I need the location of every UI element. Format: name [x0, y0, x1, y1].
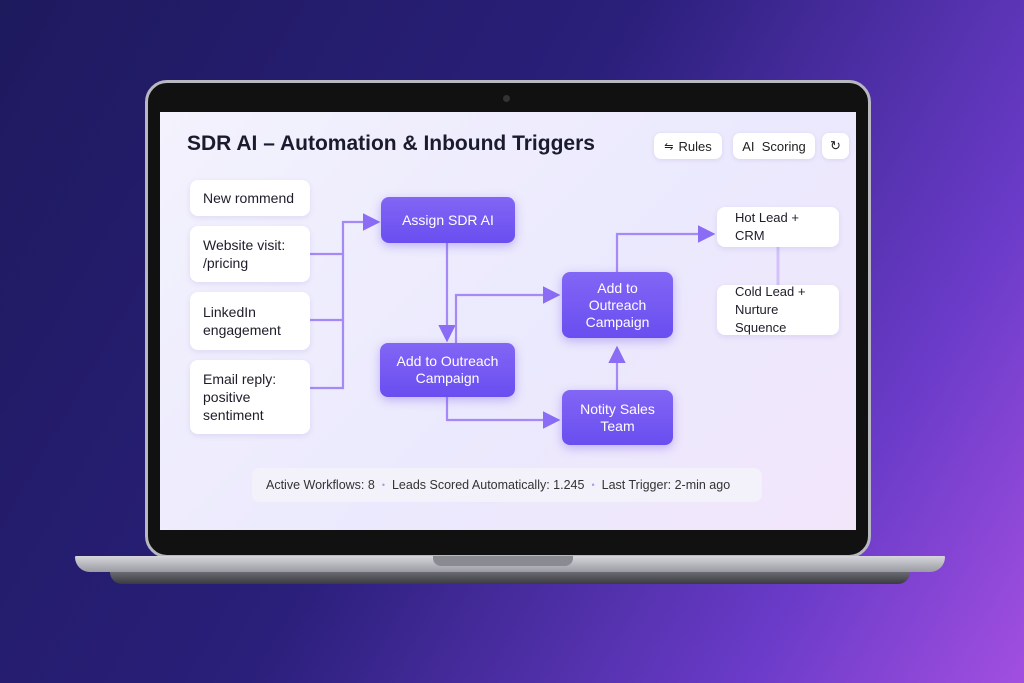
cold-lead-node[interactable]: Cold Lead + Nurture Squence [717, 284, 839, 335]
add-outreach-node-left[interactable]: Add to Outreach Campaign [380, 343, 515, 397]
connector [310, 320, 345, 390]
connector [310, 254, 345, 322]
leads-scored: Leads Scored Automatically: 1.245 [391, 478, 585, 492]
connector [454, 286, 561, 343]
last-trigger: Last Trigger: 2-min ago [601, 478, 731, 492]
connector [310, 213, 381, 256]
refresh-icon: ↻ [830, 138, 841, 153]
trigger-new-rommend[interactable]: New rommend [190, 180, 310, 216]
hot-lead-node[interactable]: Hot Lead + CRM [717, 207, 839, 247]
refresh-button[interactable]: ↻ [822, 133, 849, 159]
ai-scoring-button[interactable]: AI Scoring [733, 133, 815, 159]
connector [445, 397, 561, 429]
assign-sdr-node[interactable]: Assign SDR AI [381, 197, 515, 243]
status-bar: Active Workflows: 8 • Leads Scored Automa… [252, 468, 762, 502]
trigger-email-reply[interactable]: Email reply: positive sentiment [190, 360, 310, 434]
webcam [503, 95, 510, 102]
connector [615, 225, 716, 272]
rules-icon: ⇋ [664, 140, 674, 153]
separator-dot: • [591, 480, 595, 490]
trigger-website-visit[interactable]: Website visit: /pricing [190, 226, 310, 282]
trigger-linkedin[interactable]: LinkedIn engagement [190, 292, 310, 350]
active-workflows: Active Workflows: 8 [266, 478, 375, 492]
separator-dot: • [381, 480, 385, 490]
rules-button[interactable]: ⇋ Rules [654, 133, 722, 159]
laptop-notch [433, 556, 573, 566]
add-outreach-node-mid[interactable]: Add to Outreach Campaign [562, 272, 673, 338]
laptop-base-bottom [110, 572, 910, 584]
page-title: SDR AI – Automation & Inbound Triggers [187, 132, 595, 155]
notify-sales-node[interactable]: Notity Sales Team [562, 390, 673, 445]
